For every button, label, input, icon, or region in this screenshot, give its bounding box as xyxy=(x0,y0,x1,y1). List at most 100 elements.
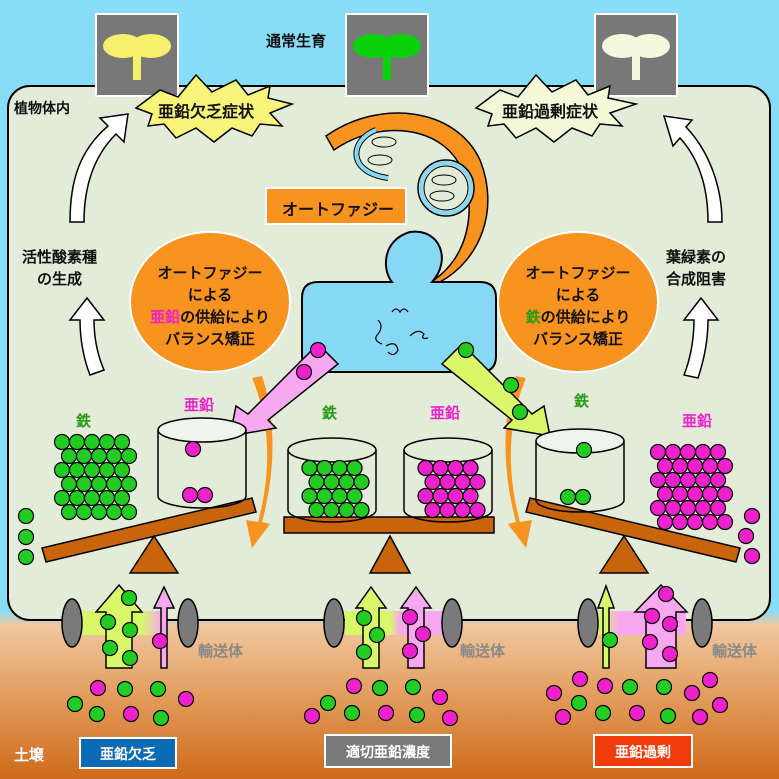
zinc-particle xyxy=(424,473,441,491)
zinc-particle xyxy=(701,671,719,689)
iron-container-right xyxy=(535,428,625,513)
iron-supply-line2: による xyxy=(555,286,601,304)
zinc-supply-line4: バランス矯正 xyxy=(165,330,255,348)
iron-particle xyxy=(116,680,134,698)
ros-line1: 活性酸素種 xyxy=(22,248,98,266)
zinc-particle xyxy=(401,608,419,626)
iron-particle xyxy=(113,433,131,451)
zinc-particle xyxy=(701,485,719,503)
iron-particle xyxy=(621,678,639,696)
seedling-normal xyxy=(345,13,429,97)
seedling-deficiency xyxy=(95,13,179,97)
zinc-particle xyxy=(709,443,727,461)
zinc-particle xyxy=(671,485,689,503)
zinc-particle xyxy=(649,471,667,489)
iron-particle xyxy=(319,694,337,712)
iron-particle xyxy=(17,548,35,566)
iron-particle xyxy=(121,621,139,639)
deficiency-symptom-label: 亜鉛欠乏症状 xyxy=(158,102,255,121)
vacuole xyxy=(301,230,497,373)
iron-particle xyxy=(343,704,361,722)
chlorophyll-inhibition-label: 葉緑素の 合成阻害 xyxy=(666,246,726,290)
iron-particle xyxy=(575,441,593,459)
zinc-particle xyxy=(469,501,486,519)
iron-particle xyxy=(353,473,370,491)
arrow-balance-to-chlorophyll xyxy=(682,296,720,379)
zinc-label-center: 亜鉛 xyxy=(430,404,461,422)
zinc-supply-bubble xyxy=(129,231,291,373)
zinc-particle xyxy=(691,708,709,726)
iron-particle xyxy=(323,501,340,519)
iron-particle xyxy=(121,649,139,667)
iron-particle xyxy=(75,503,93,521)
iron-particle xyxy=(308,473,325,491)
iron-particle xyxy=(371,679,389,697)
zinc-particle xyxy=(447,487,464,505)
iron-particle xyxy=(353,501,370,519)
iron-particle xyxy=(301,459,318,477)
zinc-particle xyxy=(643,607,661,625)
zinc-particle xyxy=(641,633,659,651)
iron-particle xyxy=(338,501,355,519)
deficiency-starburst xyxy=(134,73,295,143)
iron-particle xyxy=(66,695,84,713)
iron-label-right: 鉄 xyxy=(574,392,590,410)
zinc-particle xyxy=(177,690,195,708)
zinc-particle xyxy=(683,684,701,702)
zinc-particle xyxy=(686,457,704,475)
arrow-ros-to-deficiency xyxy=(69,113,129,223)
zinc-particle xyxy=(701,513,719,531)
zinc-particle xyxy=(424,501,441,519)
balance-left xyxy=(41,497,257,574)
chlorophyll-line2: 合成阻害 xyxy=(666,270,727,288)
zinc-particle xyxy=(462,459,479,477)
iron-particle xyxy=(113,489,131,507)
iron-supply-line1: オートファジー xyxy=(525,264,631,282)
iron-particle xyxy=(83,461,101,479)
condition-box-excess xyxy=(593,734,693,768)
iron-particle xyxy=(659,707,677,725)
zinc-particle xyxy=(151,632,169,650)
zinc-particle xyxy=(596,677,614,695)
iron-particle xyxy=(355,609,373,627)
arrow-chlorophyll-to-excess xyxy=(662,115,723,223)
zinc-particle xyxy=(554,708,572,726)
iron-particle xyxy=(308,501,325,519)
iron-particle xyxy=(457,341,475,359)
iron-particle xyxy=(75,475,93,493)
iron-particle xyxy=(655,678,673,696)
zinc-particle xyxy=(454,473,471,491)
iron-particle xyxy=(17,507,35,525)
zinc-particle xyxy=(709,499,727,517)
zinc-supply-line3: 亜鉛の供給により xyxy=(130,306,290,328)
transporter-label-center: 輸送体 xyxy=(460,642,506,660)
iron-particle xyxy=(105,447,123,465)
iron-particle xyxy=(105,503,123,521)
iron-particle xyxy=(90,503,108,521)
zinc-particle xyxy=(686,513,704,531)
zinc-particle xyxy=(664,471,682,489)
zinc-particle xyxy=(545,684,563,702)
iron-label-left: 鉄 xyxy=(76,412,92,430)
iron-particle xyxy=(68,489,86,507)
iron-particle xyxy=(60,475,78,493)
iron-particle xyxy=(511,403,529,421)
iron-particle xyxy=(98,461,116,479)
iron-particle xyxy=(152,709,170,727)
iron-particle xyxy=(88,705,106,723)
zinc-particle xyxy=(417,459,434,477)
iron-particle xyxy=(594,704,612,722)
zinc-particle xyxy=(664,443,682,461)
zinc-supply-text: オートファジー による 亜鉛の供給により バランス矯正 xyxy=(130,262,290,350)
iron-particle xyxy=(53,489,71,507)
zinc-supply-line1: オートファジー xyxy=(157,264,263,282)
normal-growth-label: 通常生育 xyxy=(266,32,327,50)
zinc-particle xyxy=(439,501,456,519)
iron-particle xyxy=(316,487,333,505)
zinc-particle xyxy=(716,485,734,503)
iron-particle xyxy=(90,475,108,493)
iron-supply-line4: バランス矯正 xyxy=(533,330,623,348)
iron-particle xyxy=(120,503,138,521)
